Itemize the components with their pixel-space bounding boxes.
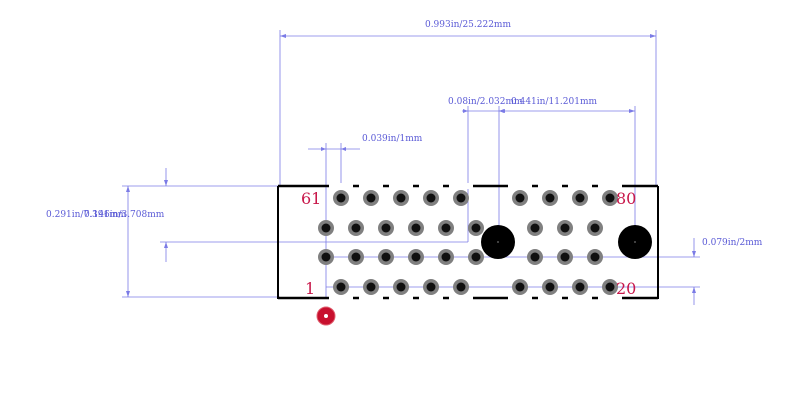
pad-inner-top-6	[527, 220, 543, 236]
pad-top-5	[512, 190, 528, 206]
outline-notch	[598, 295, 622, 301]
pad-inner-top-1	[348, 220, 364, 236]
pad-array	[318, 190, 618, 295]
pad-inner-top-5	[468, 220, 484, 236]
pad-top-0	[333, 190, 349, 206]
outline-notch	[538, 295, 562, 301]
pad-inner-top-4	[438, 220, 454, 236]
dim-pin-offset: 0.039in/1mm	[308, 134, 423, 298]
outline-notch	[508, 295, 532, 301]
dim-overall-width-label: 0.993in/25.222mm	[425, 20, 511, 30]
outline-notch	[359, 295, 383, 301]
pad-inner-bottom-1	[348, 249, 364, 265]
pad-inner-top-7	[557, 220, 573, 236]
outline-notch	[598, 183, 622, 189]
dim-pin-pitch-label: 0.08in/2.032mm	[448, 97, 523, 107]
pad-bottom-0	[333, 279, 349, 295]
outline-notch	[508, 183, 532, 189]
pad-bottom-1	[363, 279, 379, 295]
mounting-hole-left	[481, 225, 515, 259]
mounting-hole-right	[618, 225, 652, 259]
pin-label-1: 1	[305, 279, 315, 298]
pad-inner-top-8	[587, 220, 603, 236]
dim-mount-hole-spacing: 0.441in/11.201mm	[499, 97, 636, 242]
outline-notch	[359, 183, 383, 189]
pad-bottom-4	[453, 279, 469, 295]
pad-top-6	[542, 190, 558, 206]
dim-row-span	[160, 168, 468, 262]
dim-overall-height	[122, 185, 280, 298]
outline-notch	[449, 295, 473, 301]
outline-notch	[449, 183, 473, 189]
pin-label-61: 61	[301, 189, 321, 208]
outline-notch	[329, 295, 353, 301]
pad-top-2	[393, 190, 409, 206]
pad-top-4	[453, 190, 469, 206]
pin-label-80: 80	[616, 189, 636, 208]
pad-inner-top-3	[408, 220, 424, 236]
dim-mount-hole-spacing-label: 0.441in/11.201mm	[511, 97, 597, 107]
pad-bottom-2	[393, 279, 409, 295]
pad-inner-bottom-0	[318, 249, 334, 265]
pin1-marker	[316, 306, 336, 326]
dim-row-span-label: 0.146in/3.708mm	[84, 210, 165, 220]
dim-overall-height-label: 0.291in/7.391mm	[46, 210, 127, 220]
outline-notch	[329, 183, 353, 189]
pad-top-7	[572, 190, 588, 206]
outline-notch	[538, 183, 562, 189]
pad-inner-top-2	[378, 220, 394, 236]
pad-top-1	[363, 190, 379, 206]
pad-top-8	[602, 190, 618, 206]
outline-notch	[568, 183, 592, 189]
pad-inner-bottom-8	[587, 249, 603, 265]
outline-notch	[389, 183, 413, 189]
pad-inner-bottom-6	[527, 249, 543, 265]
pad-bottom-6	[542, 279, 558, 295]
outline-notch	[389, 295, 413, 301]
dim-overall-width: 0.993in/25.222mm	[279, 20, 657, 186]
outline-notch	[568, 295, 592, 301]
outline-notches	[329, 183, 622, 301]
pad-top-3	[423, 190, 439, 206]
pad-inner-bottom-5	[468, 249, 484, 265]
dim-pin-offset-label: 0.039in/1mm	[362, 134, 423, 144]
outline-notch	[419, 183, 443, 189]
pad-inner-bottom-2	[378, 249, 394, 265]
pad-inner-bottom-7	[557, 249, 573, 265]
pad-bottom-7	[572, 279, 588, 295]
pad-inner-bottom-4	[438, 249, 454, 265]
pad-inner-top-0	[318, 220, 334, 236]
dim-edge-offset: 0.079in/2mm	[326, 238, 763, 305]
pin-label-20: 20	[616, 279, 636, 298]
pad-bottom-3	[423, 279, 439, 295]
pad-inner-bottom-3	[408, 249, 424, 265]
outline-notch	[419, 295, 443, 301]
dim-pin-pitch: 0.08in/2.032mm	[448, 97, 523, 242]
pad-bottom-5	[512, 279, 528, 295]
pad-bottom-8	[602, 279, 618, 295]
dim-edge-offset-label: 0.079in/2mm	[702, 238, 763, 248]
